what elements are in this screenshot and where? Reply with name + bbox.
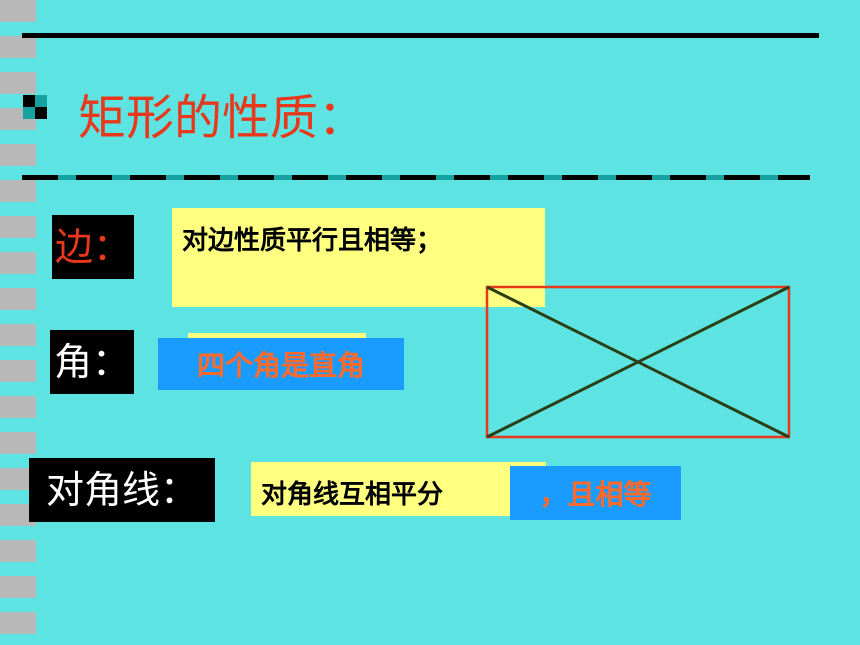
top-rule: [22, 33, 819, 38]
label-diagonals: 对角线：: [29, 458, 215, 522]
dashed-rule: [22, 175, 810, 180]
diagonal-2: [486, 285, 790, 439]
rectangle-outline: [485, 285, 791, 439]
answer-diagonals: ，且相等: [510, 466, 681, 520]
yellow-strip: [188, 333, 366, 339]
text-sides: 对边性质平行且相等；: [172, 208, 545, 307]
slide-title: 矩形的性质：: [78, 90, 367, 146]
label-angles: 角：: [50, 330, 134, 394]
text-diagonals-content: 对角线互相平分: [261, 480, 444, 510]
text-sides-content: 对边性质平行且相等；: [182, 226, 443, 256]
answer-angles: 四个角是直角: [158, 338, 404, 390]
square-bullet-icon: [23, 95, 47, 119]
label-sides: 边：: [52, 215, 134, 279]
text-diagonals: 对角线互相平分: [251, 462, 546, 516]
